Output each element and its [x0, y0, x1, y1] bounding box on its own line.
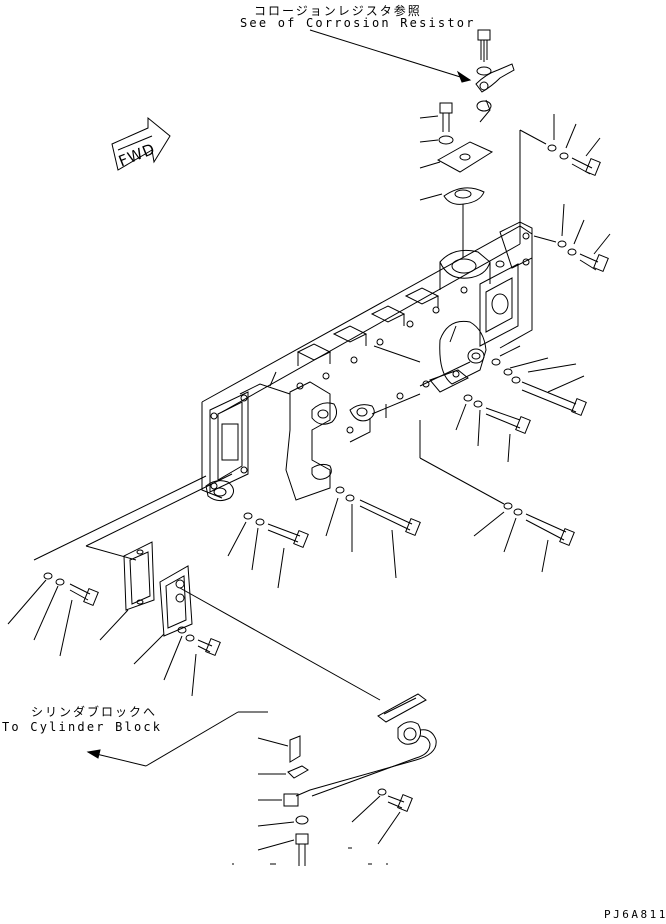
corrosion-resistor-reference-jp: コロージョンレジスタ参照 — [254, 4, 422, 18]
cover-plate — [419, 141, 494, 173]
manifold-body — [201, 221, 533, 502]
sensor-harness — [257, 693, 437, 866]
gasket-top — [419, 187, 485, 258]
cylinder-block-label-en: To Cylinder Block — [2, 720, 163, 734]
side-cover-plates — [7, 541, 221, 697]
flange-bolt — [419, 102, 454, 145]
right-top-fasteners — [519, 114, 611, 273]
corrosion-resistor-pointer — [309, 29, 472, 83]
fwd-arrow-icon — [111, 116, 171, 171]
cylinder-block-label-jp: シリンダブロックへ — [31, 705, 158, 719]
corrosion-resistor-reference-en: See of Corrosion Resistor — [240, 16, 476, 30]
thermostat-fasteners — [455, 345, 587, 463]
right-lower-fasteners — [373, 345, 575, 573]
leader-lines — [33, 473, 381, 701]
cylinder-block-pointer — [86, 711, 268, 767]
left-lower-fasteners — [227, 486, 421, 589]
drawing-code: PJ6A811 — [604, 908, 666, 921]
top-bolt — [475, 29, 515, 123]
bottom-marks — [232, 847, 388, 865]
